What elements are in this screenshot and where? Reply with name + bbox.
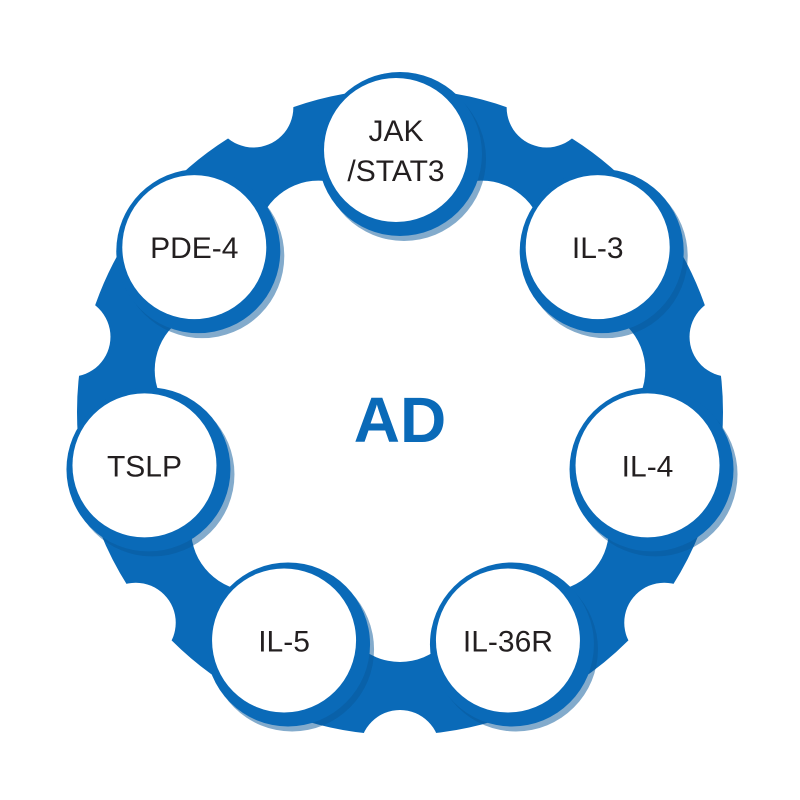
node-label: /STAT3: [347, 155, 444, 188]
node-il4: IL-4: [569, 387, 738, 557]
outer-cutout: [689, 296, 770, 377]
node-label: IL-5: [258, 625, 310, 658]
center-area: [230, 242, 570, 582]
node-label: IL-3: [572, 232, 624, 265]
center-label: AD: [354, 384, 446, 456]
outer-cutout: [30, 296, 111, 377]
outer-cutout: [213, 67, 294, 148]
node-label: JAK: [368, 115, 423, 148]
node-label: IL-4: [622, 450, 674, 483]
node-il5: IL-5: [206, 562, 375, 732]
node-inner-circle: [435, 568, 580, 713]
outer-cutout: [506, 67, 587, 148]
node-inner-circle: [324, 78, 468, 222]
node-inner-circle: [122, 175, 267, 320]
outer-cutout: [95, 582, 176, 663]
node-il36r: IL-36R: [429, 562, 598, 732]
node-tslp: TSLP: [66, 387, 235, 557]
node-inner-circle: [525, 175, 670, 320]
node-inner-circle: [212, 568, 357, 713]
node-label: PDE-4: [150, 232, 238, 265]
node-inner-circle: [72, 393, 217, 538]
node-il3: IL-3: [519, 169, 688, 339]
node-jakstat3: JAK/STAT3: [318, 72, 486, 241]
outer-cutout: [624, 582, 705, 663]
ring-band: [30, 67, 770, 790]
node-label: IL-36R: [463, 625, 553, 658]
node-pde4: PDE-4: [116, 169, 285, 339]
node-inner-circle: [575, 393, 720, 538]
node-label: TSLP: [107, 450, 182, 483]
outer-cutout: [360, 710, 440, 790]
